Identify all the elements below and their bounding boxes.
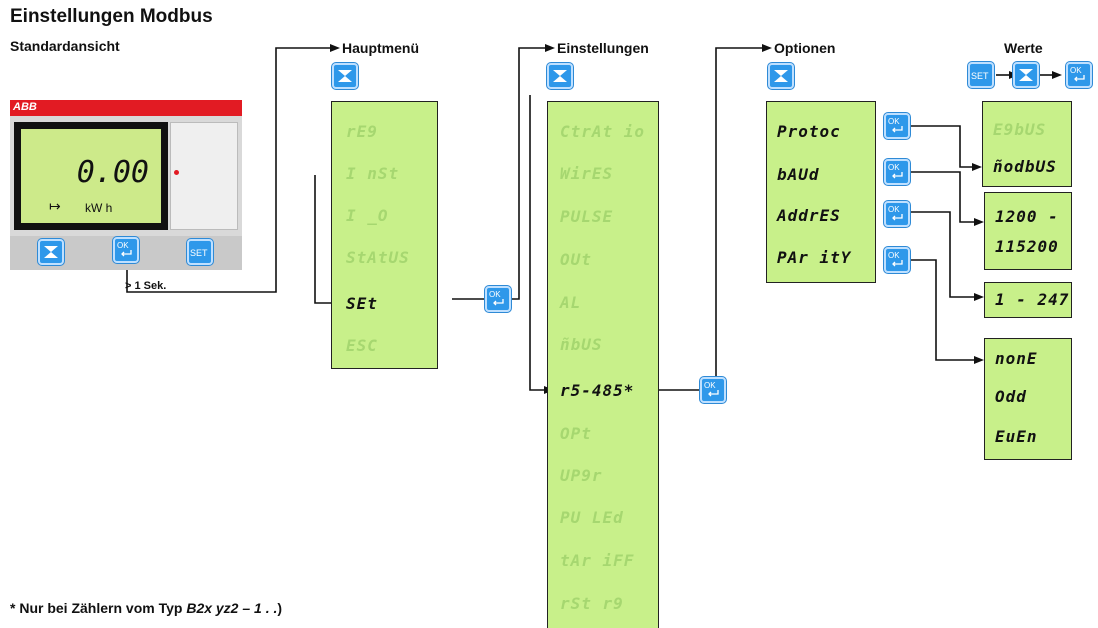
page-title: Einstellungen Modbus bbox=[10, 6, 213, 27]
down-arrow-icon bbox=[774, 70, 788, 82]
menu-item[interactable]: OPt bbox=[560, 424, 592, 443]
address-ok-button[interactable]: OK bbox=[884, 201, 910, 227]
ok-enter-icon: OK bbox=[489, 290, 504, 306]
column-header-hauptmenu: Hauptmenü bbox=[342, 40, 419, 56]
ok-enter-icon: OK bbox=[1070, 66, 1085, 82]
menu-item[interactable]: StAtUS bbox=[346, 248, 410, 267]
meter-display: 0.00 ↦ kW h bbox=[14, 122, 168, 230]
menu-item[interactable]: UP9r bbox=[560, 466, 603, 485]
einstellungen-down-button[interactable] bbox=[547, 63, 573, 89]
werte-set-button[interactable]: SET bbox=[968, 62, 994, 88]
ok-enter-icon: OK bbox=[888, 163, 903, 179]
parity-odd[interactable]: Odd bbox=[995, 387, 1027, 406]
einstellungen-ok-button[interactable]: OK bbox=[485, 286, 511, 312]
set-icon: SET bbox=[190, 248, 208, 258]
meter-ok-button[interactable]: OK bbox=[113, 237, 139, 263]
protoc-ok-button[interactable]: OK bbox=[884, 113, 910, 139]
meter-brand-bar: ABB bbox=[10, 100, 242, 116]
menu-item[interactable]: WirES bbox=[560, 164, 614, 183]
svg-text:OK: OK bbox=[888, 251, 900, 260]
hauptmenu-panel: rE9 I nSt I _O StAtUS SEt ESC bbox=[331, 101, 438, 369]
down-arrow-icon bbox=[338, 70, 352, 82]
status-led bbox=[174, 170, 179, 175]
svg-text:OK: OK bbox=[888, 163, 900, 172]
footnote: * Nur bei Zählern vom Typ B2x yz2 – 1 . … bbox=[10, 600, 282, 616]
meter-unit: kW h bbox=[85, 201, 113, 215]
werte-ok-button[interactable]: OK bbox=[1066, 62, 1092, 88]
option-baud[interactable]: bAUd bbox=[777, 165, 820, 184]
menu-item[interactable]: PU LEd bbox=[560, 508, 624, 527]
hauptmenu-down-button[interactable] bbox=[332, 63, 358, 89]
svg-text:OK: OK bbox=[888, 117, 900, 126]
down-arrow-icon bbox=[44, 246, 58, 258]
parity-ok-button[interactable]: OK bbox=[884, 247, 910, 273]
hold-duration-label: > 1 Sek. bbox=[125, 280, 167, 292]
svg-text:OK: OK bbox=[704, 381, 716, 390]
menu-item[interactable]: PULSE bbox=[560, 207, 614, 226]
menu-item[interactable]: I nSt bbox=[346, 164, 400, 183]
value-item[interactable]: ñodbUS bbox=[993, 157, 1057, 176]
menu-item[interactable]: rSt r9 bbox=[560, 594, 624, 613]
menu-item[interactable]: OUt bbox=[560, 250, 592, 269]
baud-min: 1200 - bbox=[995, 207, 1059, 226]
meter-set-button[interactable]: SET bbox=[187, 239, 213, 265]
down-arrow-icon bbox=[1019, 69, 1033, 81]
column-header-einstellungen: Einstellungen bbox=[557, 40, 649, 56]
meter-side-panel bbox=[170, 122, 238, 230]
ok-enter-icon: OK bbox=[888, 205, 903, 221]
address-values-panel: 1 - 247 bbox=[984, 282, 1072, 318]
column-header-werte: Werte bbox=[1004, 40, 1043, 56]
standard-view-label: Standardansicht bbox=[10, 38, 120, 54]
parity-none[interactable]: nonE bbox=[995, 349, 1038, 368]
ok-enter-icon: OK bbox=[888, 251, 903, 267]
option-address[interactable]: AddrES bbox=[777, 206, 841, 225]
import-arrow-icon: ↦ bbox=[49, 198, 61, 214]
optionen-down-button[interactable] bbox=[768, 63, 794, 89]
meter-down-button[interactable] bbox=[38, 239, 64, 265]
parity-values-panel: nonE Odd EuEn bbox=[984, 338, 1072, 460]
werte-down-button[interactable] bbox=[1013, 62, 1039, 88]
value-item[interactable]: E9bUS bbox=[993, 120, 1047, 139]
ok-enter-icon: OK bbox=[704, 381, 719, 397]
ok-enter-icon: OK bbox=[888, 117, 903, 133]
menu-item[interactable]: ñbUS bbox=[560, 335, 603, 354]
baud-max: 115200 bbox=[995, 237, 1059, 256]
option-protocol[interactable]: Protoc bbox=[777, 122, 841, 141]
column-header-optionen: Optionen bbox=[774, 40, 836, 56]
menu-item[interactable]: I _O bbox=[346, 206, 389, 225]
meter-reading: 0.00 bbox=[76, 155, 149, 190]
menu-item[interactable]: ESC bbox=[346, 336, 378, 355]
svg-text:OK: OK bbox=[117, 241, 129, 250]
svg-text:SET: SET bbox=[190, 248, 208, 258]
svg-text:OK: OK bbox=[1070, 66, 1082, 75]
set-icon: SET bbox=[971, 71, 989, 81]
einstellungen-panel: CtrAt io WirES PULSE OUt AL ñbUS r5-485*… bbox=[547, 101, 659, 628]
baud-ok-button[interactable]: OK bbox=[884, 159, 910, 185]
parity-even[interactable]: EuEn bbox=[995, 427, 1038, 446]
option-parity[interactable]: PAr itY bbox=[777, 248, 852, 267]
down-arrow-icon bbox=[553, 70, 567, 82]
rs485-ok-button[interactable]: OK bbox=[700, 377, 726, 403]
menu-item[interactable]: r5-485* bbox=[560, 381, 635, 400]
svg-text:SET: SET bbox=[971, 71, 989, 81]
menu-item[interactable]: CtrAt io bbox=[560, 122, 646, 141]
footnote-suffix: ) bbox=[277, 600, 283, 616]
address-range: 1 - 247 bbox=[995, 290, 1070, 309]
menu-item[interactable]: AL bbox=[560, 293, 582, 312]
ok-enter-icon: OK bbox=[117, 241, 132, 257]
svg-text:OK: OK bbox=[888, 205, 900, 214]
menu-item[interactable]: SEt bbox=[346, 294, 378, 313]
footnote-type: B2x yz2 – 1 . . bbox=[186, 600, 278, 616]
footnote-prefix: * Nur bei Zählern vom Typ bbox=[10, 600, 187, 616]
brand-logo: ABB bbox=[13, 101, 37, 113]
menu-item[interactable]: rE9 bbox=[346, 122, 378, 141]
menu-item[interactable]: tAr iFF bbox=[560, 551, 635, 570]
optionen-panel: Protoc bAUd AddrES PAr itY bbox=[766, 101, 876, 283]
svg-text:OK: OK bbox=[489, 290, 501, 299]
baud-values-panel: 1200 - 115200 bbox=[984, 192, 1072, 270]
protocol-values-panel: E9bUS ñodbUS bbox=[982, 101, 1072, 187]
